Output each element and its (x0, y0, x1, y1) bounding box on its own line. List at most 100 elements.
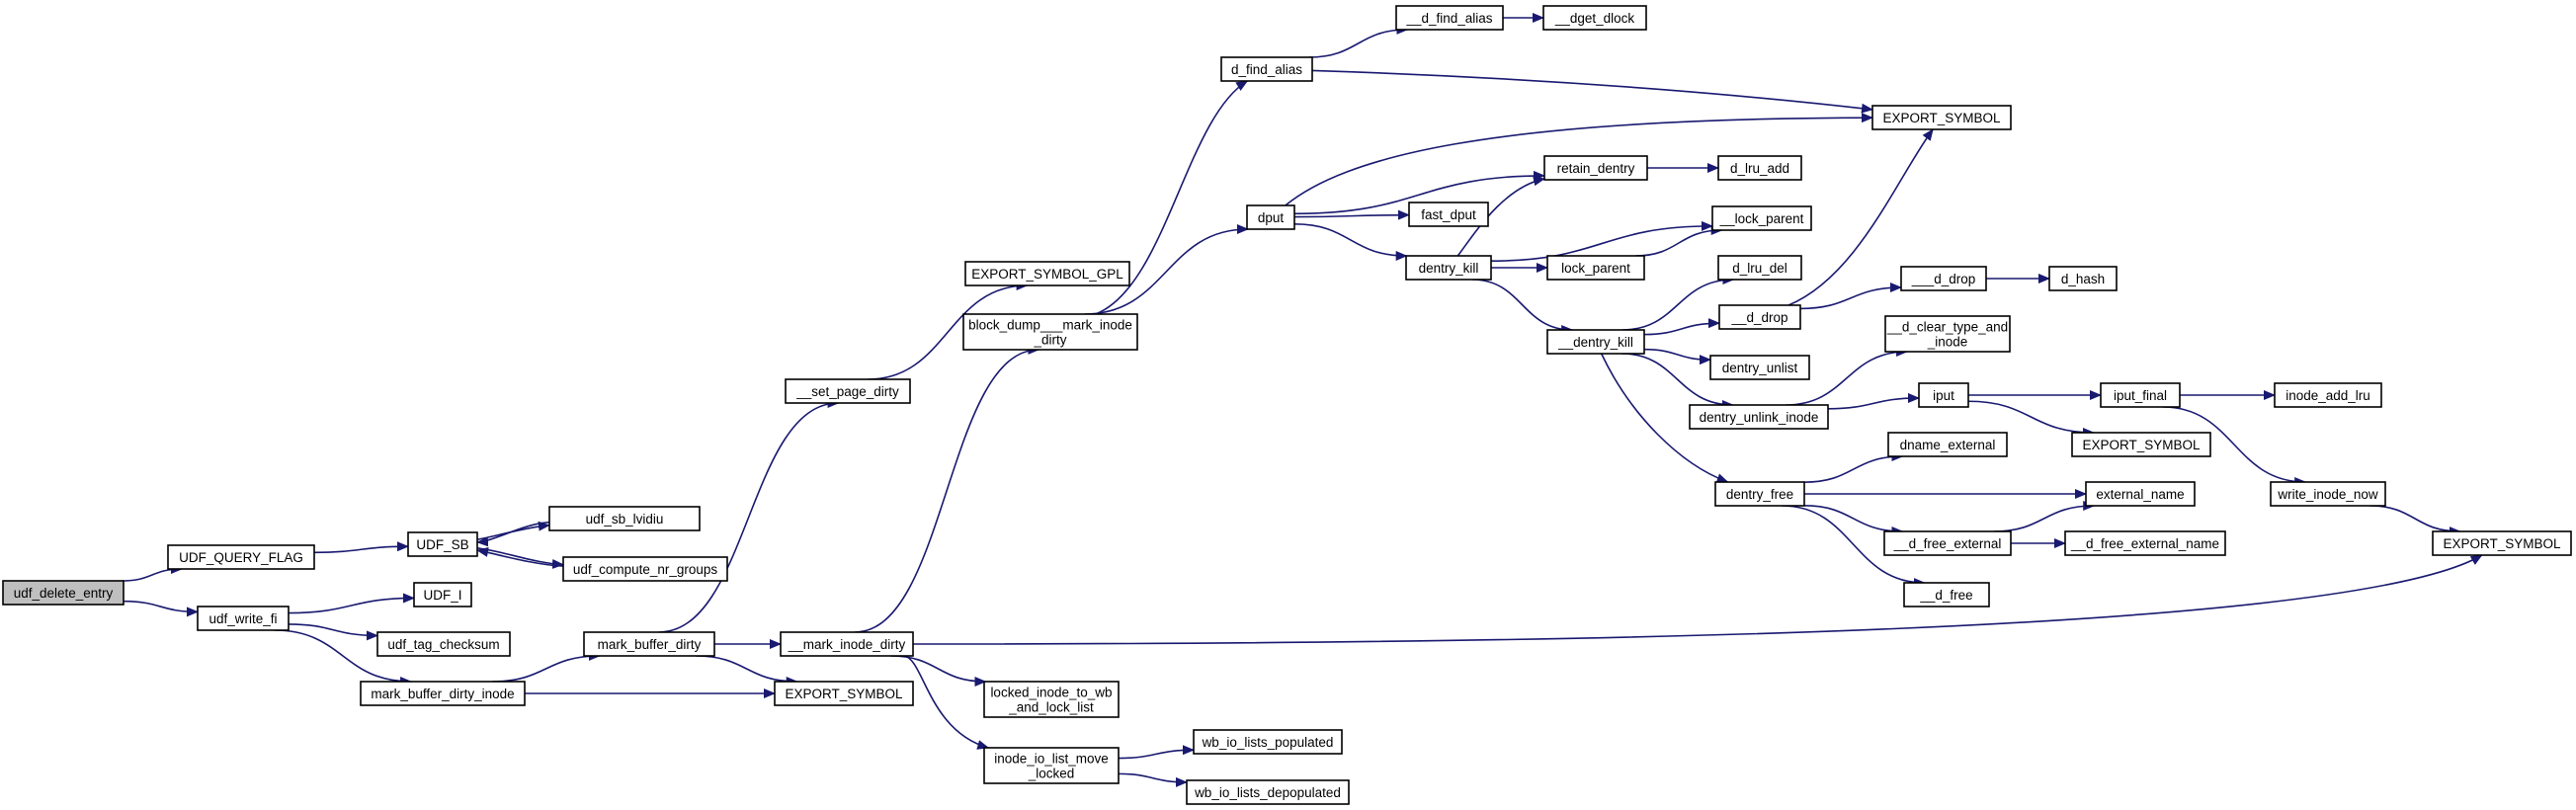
node-box[interactable] (1871, 105, 2012, 130)
node-mark-buffer-dirty[interactable]: mark_buffer_dirty (583, 631, 715, 657)
node-box[interactable] (2432, 530, 2572, 556)
node-box[interactable] (376, 631, 511, 657)
node-box[interactable] (2064, 530, 2226, 556)
node-box[interactable] (2270, 481, 2386, 507)
node-lock-parent[interactable]: lock_parent (1546, 255, 1645, 281)
node-udf-sb-lvidiu[interactable]: udf_sb_lvidiu (548, 506, 701, 531)
node-udf-compute-nr-groups[interactable]: udf_compute_nr_groups (562, 556, 728, 582)
node-box[interactable] (983, 681, 1120, 718)
node-box[interactable] (1405, 255, 1492, 281)
node-d-free-external-name[interactable]: __d_free_external_name (2064, 530, 2226, 556)
node-mark-buffer-dirty-inode[interactable]: mark_buffer_dirty_inode (360, 681, 526, 706)
node-external-name[interactable]: external_name (2085, 481, 2196, 507)
node-box[interactable] (780, 631, 914, 657)
node-box[interactable] (1900, 266, 1987, 291)
node-iput-final[interactable]: iput_final (2100, 382, 2181, 408)
node-box[interactable] (413, 582, 472, 608)
node-box[interactable] (1884, 315, 2011, 353)
node-wb-populated[interactable]: wb_io_lists_populated (1193, 729, 1343, 755)
node-d-find-alias[interactable]: __d_find_alias (1395, 5, 1504, 31)
node-d-free-external[interactable]: __d_free_external (1883, 530, 2012, 556)
node-box[interactable] (1918, 382, 1969, 408)
node-EXPORT-SYMBOL-d[interactable]: EXPORT_SYMBOL (2432, 530, 2572, 556)
node-box[interactable] (1717, 155, 1802, 181)
node-box[interactable] (1887, 432, 2008, 457)
node-box[interactable] (964, 261, 1130, 286)
node-box[interactable] (774, 681, 914, 706)
node-fast-dput[interactable]: fast_dput (1408, 202, 1489, 227)
node-EXPORT-SYMBOL-c[interactable]: EXPORT_SYMBOL (2071, 432, 2211, 457)
node-box[interactable] (1220, 56, 1313, 82)
node-dentry-kill[interactable]: dentry_kill (1405, 255, 1492, 281)
node-box[interactable] (1246, 204, 1295, 230)
node-box[interactable] (1542, 5, 1647, 31)
node-dentry-free[interactable]: dentry_free (1714, 481, 1805, 507)
node-box[interactable] (2274, 382, 2382, 408)
node-wb-depopulated[interactable]: wb_io_lists_depopulated (1186, 779, 1350, 805)
node-d-drop[interactable]: ___d_drop (1900, 266, 1987, 291)
node-box[interactable] (1395, 5, 1504, 31)
node-locked-inode[interactable]: locked_inode_to_wb_and_lock_list (983, 681, 1120, 718)
node-d-hash[interactable]: d_hash (2048, 266, 2118, 291)
node-box[interactable] (1186, 779, 1350, 805)
node-box[interactable] (1711, 205, 1812, 231)
node-box[interactable] (1883, 530, 2012, 556)
node-box[interactable] (360, 681, 526, 706)
node-box[interactable] (407, 531, 478, 557)
node-d-clear-type[interactable]: __d_clear_type_and_inode (1884, 315, 2011, 353)
node-d-drop[interactable]: __d_drop (1718, 304, 1801, 330)
node-box[interactable] (2100, 382, 2181, 408)
node-box[interactable] (1193, 729, 1343, 755)
node-box[interactable] (562, 556, 728, 582)
node-set-page-dirty[interactable]: __set_page_dirty (785, 378, 911, 404)
node-block-dump[interactable]: block_dump___mark_inode_dirty (962, 313, 1138, 351)
node-d-lru-del[interactable]: d_lru_del (1717, 255, 1802, 281)
node-box[interactable] (1546, 329, 1645, 355)
node-box[interactable] (983, 747, 1120, 784)
node-dput[interactable]: dput (1246, 204, 1295, 230)
node-EXPORT-SYMBOL-a[interactable]: EXPORT_SYMBOL (774, 681, 914, 706)
node-box[interactable] (548, 506, 701, 531)
node-UDF-QUERY-FLAG[interactable]: UDF_QUERY_FLAG (167, 544, 315, 570)
node-udf-delete-entry[interactable]: udf_delete_entry (2, 580, 125, 606)
node-EXPORT-SYMBOL-GPL[interactable]: EXPORT_SYMBOL_GPL (964, 261, 1130, 286)
node-dentry-unlist[interactable]: dentry_unlist (1709, 355, 1810, 380)
node-inode-io-list[interactable]: inode_io_list_move_locked (983, 747, 1120, 784)
node-UDF-I[interactable]: UDF_I (413, 582, 472, 608)
node-mark-inode-dirty[interactable]: __mark_inode_dirty (780, 631, 914, 657)
node-box[interactable] (1546, 255, 1645, 281)
node-box[interactable] (2085, 481, 2196, 507)
node-box[interactable] (2048, 266, 2118, 291)
node-box[interactable] (1543, 155, 1648, 181)
node-d-lru-add[interactable]: d_lru_add (1717, 155, 1802, 181)
node-box[interactable] (583, 631, 715, 657)
node-box[interactable] (1709, 355, 1810, 380)
node-udf-tag-checksum[interactable]: udf_tag_checksum (376, 631, 511, 657)
node-box[interactable] (197, 606, 290, 631)
node-write-inode-now[interactable]: write_inode_now (2270, 481, 2386, 507)
node-udf-write-fi[interactable]: udf_write_fi (197, 606, 290, 631)
node-box[interactable] (1717, 255, 1802, 281)
node-dget-dlock[interactable]: __dget_dlock (1542, 5, 1647, 31)
node-iput[interactable]: iput (1918, 382, 1969, 408)
node-EXPORT-SYMBOL-b[interactable]: EXPORT_SYMBOL (1871, 105, 2012, 130)
node-box[interactable] (1718, 304, 1801, 330)
node-box[interactable] (785, 378, 911, 404)
node-box[interactable] (1903, 582, 1990, 608)
node-box[interactable] (1714, 481, 1805, 507)
node-dentry-kill[interactable]: __dentry_kill (1546, 329, 1645, 355)
node-box[interactable] (2071, 432, 2211, 457)
node-d-free[interactable]: __d_free (1903, 582, 1990, 608)
node-UDF-SB[interactable]: UDF_SB (407, 531, 478, 557)
node-retain-dentry[interactable]: retain_dentry (1543, 155, 1648, 181)
node-dentry-unlink-inode[interactable]: dentry_unlink_inode (1689, 404, 1829, 430)
node-box[interactable] (1689, 404, 1829, 430)
node-box[interactable] (167, 544, 315, 570)
node-box[interactable] (2, 580, 125, 606)
node-d-find-alias[interactable]: d_find_alias (1220, 56, 1313, 82)
node-dname-external[interactable]: dname_external (1887, 432, 2008, 457)
node-lock-parent[interactable]: __lock_parent (1711, 205, 1812, 231)
node-box[interactable] (962, 313, 1138, 351)
node-box[interactable] (1408, 202, 1489, 227)
node-inode-add-lru[interactable]: inode_add_lru (2274, 382, 2382, 408)
